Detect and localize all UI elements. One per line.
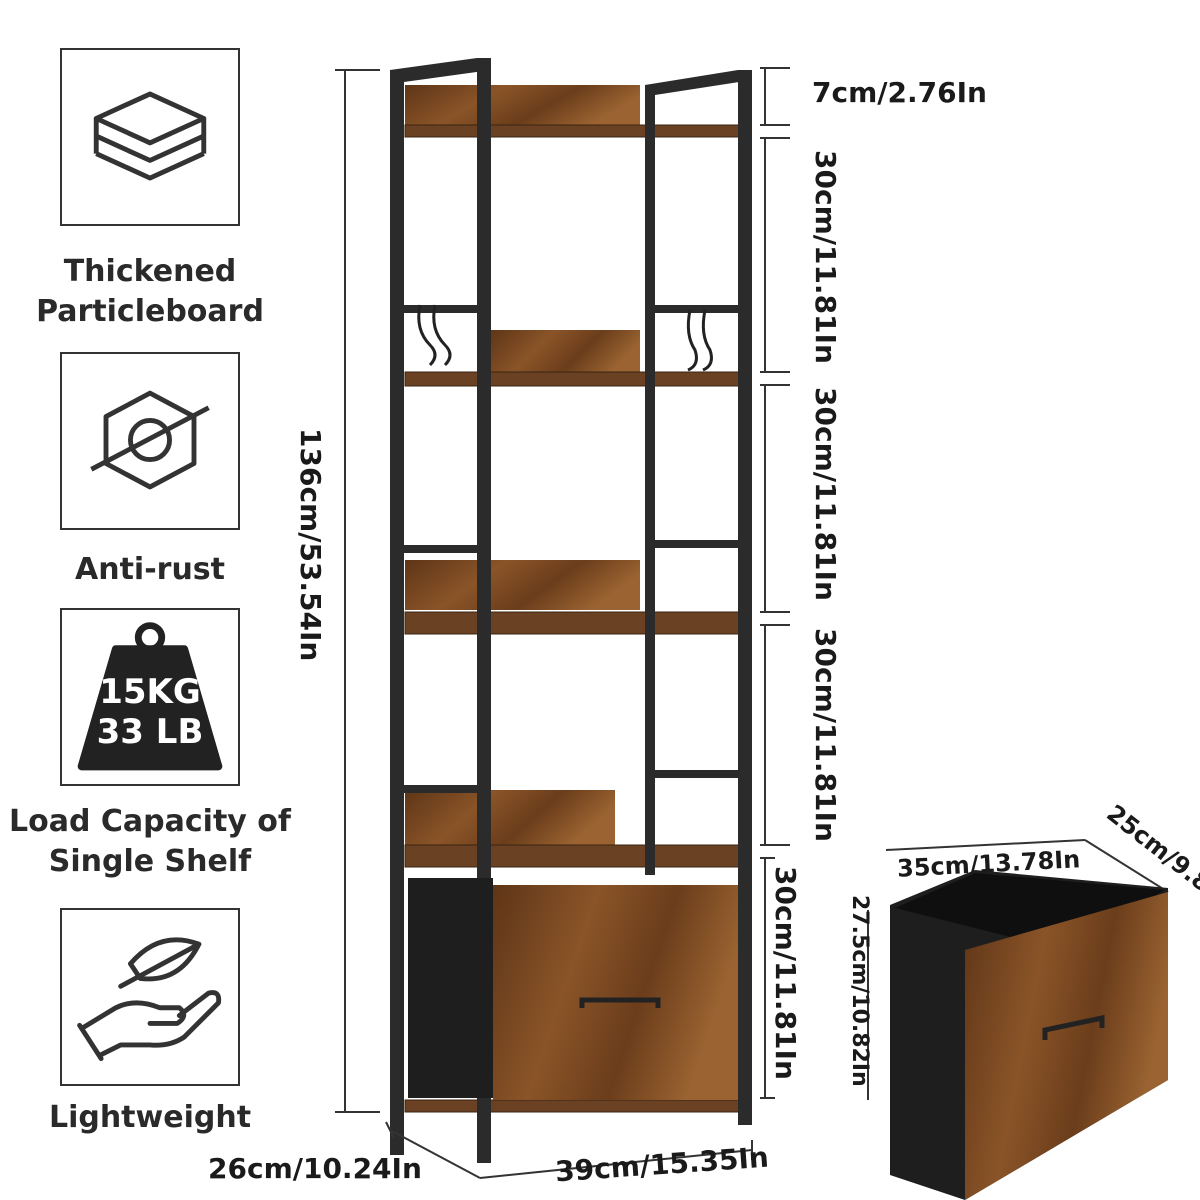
shelf-drawer bbox=[408, 878, 738, 1100]
feature-label-load: Load Capacity of Single Shelf bbox=[0, 802, 300, 882]
dim-shelf-gap-1: 30cm/11.81In bbox=[809, 150, 842, 364]
dim-shelf-gap-4: 30cm/11.81In bbox=[769, 866, 802, 1080]
label-line: Lightweight bbox=[48, 1100, 252, 1135]
dim-top-gap: 7cm/2.76In bbox=[812, 76, 987, 109]
dim-shelf-gap-3: 30cm/11.81In bbox=[809, 628, 842, 842]
dimension-lines bbox=[335, 67, 1169, 1179]
feature-label-anti-rust: Anti-rust bbox=[0, 550, 300, 590]
feature-label-particleboard: Thickened Particleboard bbox=[0, 252, 300, 332]
label-line: Thickened bbox=[63, 254, 237, 289]
feature-box-lightweight bbox=[60, 908, 240, 1086]
stacked-boards-icon bbox=[93, 91, 207, 181]
feature-box-anti-rust bbox=[60, 352, 240, 530]
leaf-hand-icon bbox=[77, 937, 222, 1062]
anti-rust-hexagon-icon bbox=[90, 390, 210, 490]
feature-box-particleboard bbox=[60, 48, 240, 226]
dim-shelf-gap-2: 30cm/11.81In bbox=[809, 387, 842, 601]
label-line: Particleboard bbox=[36, 294, 264, 329]
label-line: Load Capacity of bbox=[9, 804, 291, 839]
s-hooks bbox=[417, 304, 713, 372]
feature-label-lightweight: Lightweight bbox=[0, 1098, 300, 1138]
dim-total-height: 136cm/53.54In bbox=[294, 428, 327, 662]
label-line: Single Shelf bbox=[48, 844, 252, 879]
loose-drawer bbox=[890, 870, 1168, 1200]
weight-lb: 33 LB bbox=[96, 712, 204, 752]
weight-icon bbox=[77, 622, 223, 771]
drawer-dim-height: 27.5cm/10.82In bbox=[847, 895, 872, 1087]
back-panels bbox=[405, 85, 640, 845]
feature-box-load: 15KG 33 LB bbox=[60, 608, 240, 786]
weight-kg: 15KG bbox=[99, 672, 201, 712]
label-line: Anti-rust bbox=[75, 552, 225, 587]
dim-depth: 26cm/10.24In bbox=[208, 1152, 422, 1185]
